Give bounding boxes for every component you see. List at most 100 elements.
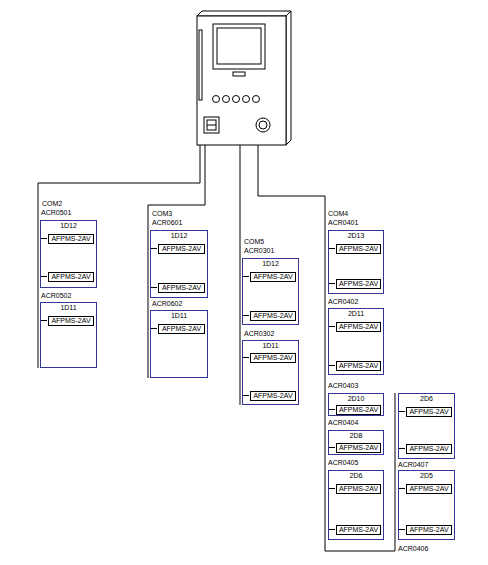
button [213,96,220,103]
meter-model: AFPMS-2AV [162,325,201,333]
panel-box: 2D6AFPMS-2AVAFPMS-2AV [328,470,384,540]
panel-box: 1D11AFPMS-2AV [150,310,208,378]
stub-wire [328,365,335,366]
circuit-label: 1D12 [171,232,188,240]
stub-wire [150,328,157,329]
button [243,96,250,103]
device-label: ACR0406 [398,545,428,553]
panel-box: 2D8AFPMS-2AV [328,430,384,455]
stub-wire [242,395,249,396]
meter-model: AFPMS-2AV [339,444,378,452]
device-label: ACR0405 [328,459,358,467]
meter-model: AFPMS-2AV [409,485,448,493]
stub-wire [328,447,335,448]
stub-wire [398,448,405,449]
meter-box: AFPMS-2AV [48,316,94,326]
panel-box: 2D11AFPMS-2AVAFPMS-2AV [328,308,384,375]
circuit-label: 1D11 [171,312,187,320]
stub-wire [328,488,335,489]
panel-box: 2D6AFPMS-2AV AFPMS-2AV [398,393,455,459]
screen-handle [233,72,245,76]
stub-wire [328,248,335,249]
panel-box: 1D11AFPMS-2AV [40,302,97,368]
meter-model: AFPMS-2AV [339,323,378,331]
device-label: ACR0401 [328,219,358,227]
meter-box: AFPMS-2AV [406,484,452,494]
stub-wire [150,248,157,249]
circuit-label: 2D6 [420,395,433,403]
device-label: ACR0403 [328,382,358,390]
cabinet-top [197,11,291,16]
switch-line [207,125,216,126]
circuit-label: 2D13 [348,232,365,240]
meter-box: AFPMS-2AV [336,484,381,494]
device-label: COM3 [152,210,172,218]
stub-wire [242,357,249,358]
meter-model: AFPMS-2AV [409,526,448,534]
meter-model: AFPMS-2AV [339,485,378,493]
meter-box: AFPMS-2AV [336,361,381,371]
meter-model: AFPMS-2AV [409,445,448,453]
meter-box: AFPMS-2AV [158,283,205,293]
meter-model: AFPMS-2AV [162,245,201,253]
knob-inner [259,121,267,129]
meter-model: AFPMS-2AV [409,408,448,416]
meter-model: AFPMS-2AV [339,280,378,288]
panel-box: 1D12AFPMS-2AVAFPMS-2AV [40,220,97,288]
circuit-label: 2D8 [350,432,363,440]
screen-frame [213,24,265,69]
stub-wire [398,411,405,412]
device-label: ACR0402 [328,298,358,306]
meter-model: AFPMS-2AV [339,406,378,414]
knob [256,118,270,132]
device-label: ACR0501 [41,209,71,217]
device-label: ACR0601 [152,219,182,227]
meter-box: AFPMS-2AV [336,443,381,453]
stub-wire [398,529,405,530]
circuit-label: 2D5 [420,472,433,480]
bus-wire [38,145,200,368]
meter-model: AFPMS-2AV [162,284,201,292]
meter-box: AFPMS-2AV [336,279,381,289]
panel-box: 1D12AFPMS-2AV AFPMS-2AV [150,230,208,298]
meter-box: AFPMS-2AV [250,311,296,321]
side-strip [199,30,202,100]
meter-box: AFPMS-2AV [250,353,296,363]
meter-box: AFPMS-2AV [336,322,381,332]
button [253,96,260,103]
meter-box: AFPMS-2AV [406,407,452,417]
meter-box: AFPMS-2AV [48,272,94,282]
meter-model: AFPMS-2AV [339,245,378,253]
meter-box: AFPMS-2AV [406,444,452,454]
device-label: ACR0602 [152,300,182,308]
stub-wire [398,488,405,489]
stub-wire [242,276,249,277]
bus-wire [148,145,205,378]
button [223,96,230,103]
stub-wire [328,283,335,284]
bus-wire [258,145,395,551]
circuit-label: 1D12 [262,260,279,268]
panel-box: 2D13AFPMS-2AV AFPMS-2AV [328,230,384,294]
meter-model: AFPMS-2AV [339,526,378,534]
meter-model: AFPMS-2AV [253,392,292,400]
meter-box: AFPMS-2AV [158,244,205,254]
device-label: ACR0502 [41,292,71,300]
circuit-label: 2D10 [348,395,365,403]
stub-wire [40,320,47,321]
switch-lever [207,120,216,130]
device-label: COM4 [328,210,348,218]
stub-wire [150,287,157,288]
circuit-label: 1D11 [60,304,76,312]
panel-box: 2D10AFPMS-2AV [328,393,384,416]
screen [217,28,261,64]
meter-box: AFPMS-2AV [406,525,452,535]
stub-wire [328,409,335,410]
device-label: COM2 [42,200,62,208]
bus-wire [240,145,241,405]
circuit-label: 1D11 [262,342,278,350]
switch [204,117,219,133]
bus-wires [38,145,395,551]
